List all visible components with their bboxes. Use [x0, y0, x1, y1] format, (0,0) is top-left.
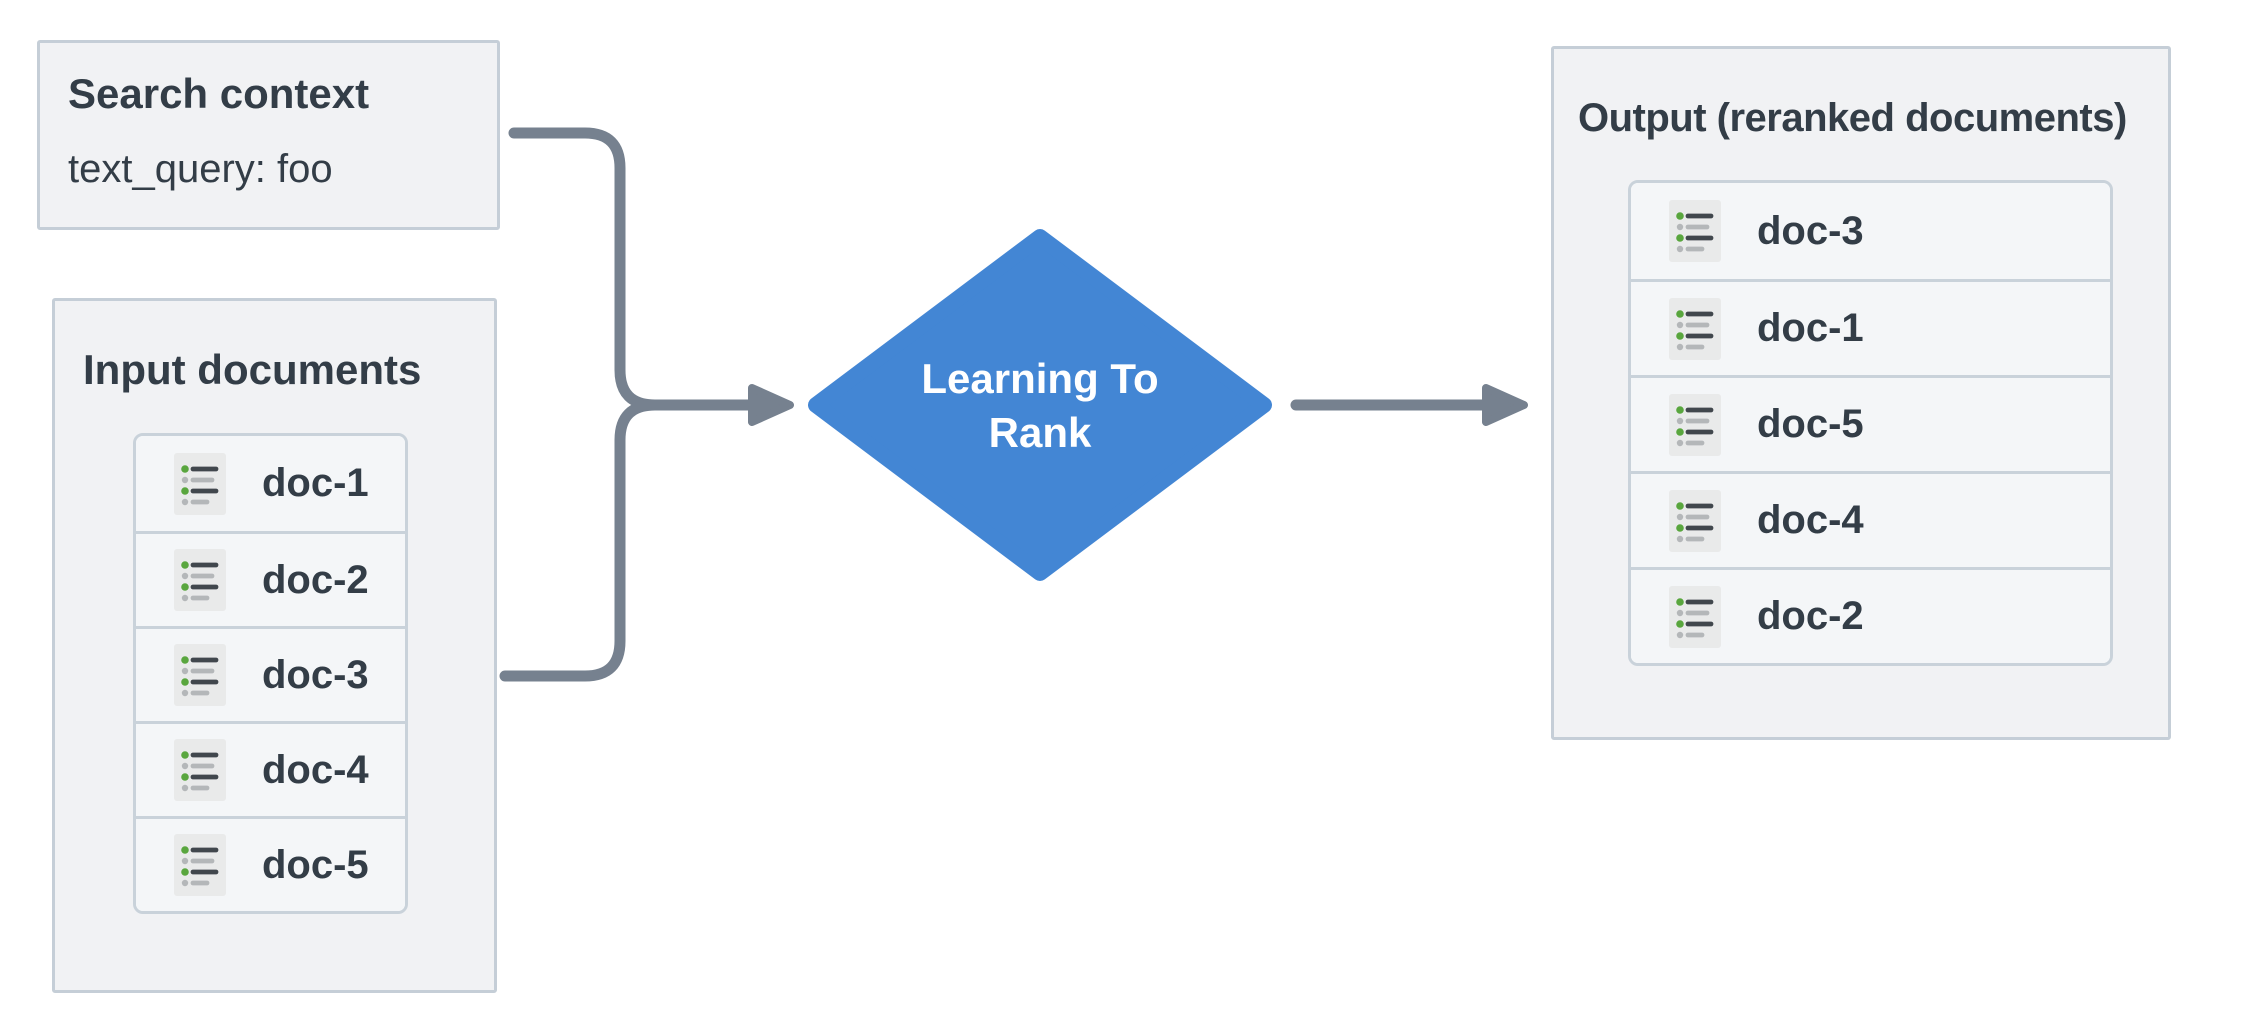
doc-list-icon — [1669, 586, 1721, 648]
doc-list-icon — [174, 644, 226, 706]
doc-label: doc-4 — [1757, 498, 1864, 542]
output-doc-list: doc-3 doc-1 doc-5 doc-4 doc-2 — [1628, 180, 2113, 666]
doc-item: doc-3 — [136, 626, 405, 721]
arrowhead-into-rank-icon — [748, 384, 794, 426]
doc-item: doc-1 — [136, 436, 405, 531]
doc-item: doc-1 — [1631, 279, 2110, 375]
search-query-text: text_query: foo — [68, 147, 333, 191]
input-documents-box: Input documents doc-1 doc-2 doc-3 doc-4 … — [52, 298, 497, 993]
doc-item: doc-2 — [1631, 567, 2110, 663]
input-documents-title: Input documents — [83, 346, 422, 393]
doc-label: doc-2 — [1757, 594, 1864, 638]
output-title: Output (reranked documents) — [1578, 96, 2127, 140]
doc-label: doc-3 — [1757, 208, 1864, 253]
connector-docs-to-rank — [499, 399, 758, 682]
doc-label: doc-1 — [1757, 306, 1864, 350]
doc-item: doc-5 — [1631, 375, 2110, 471]
connector-search-to-rank — [508, 127, 758, 411]
output-box: Output (reranked documents) doc-3 doc-1 … — [1551, 46, 2171, 740]
doc-label: doc-1 — [262, 461, 369, 505]
doc-list-icon — [1669, 298, 1721, 360]
doc-item: doc-4 — [136, 721, 405, 816]
doc-label: doc-5 — [1757, 402, 1864, 446]
doc-item: doc-4 — [1631, 471, 2110, 567]
doc-item: doc-3 — [1631, 183, 2110, 279]
doc-list-icon — [174, 739, 226, 801]
search-context-box: Search context text_query: foo — [37, 40, 500, 230]
doc-item: doc-5 — [136, 816, 405, 911]
doc-list-icon — [174, 453, 226, 515]
search-context-title: Search context — [68, 70, 370, 117]
doc-list-icon — [1669, 490, 1721, 552]
doc-label: doc-4 — [262, 747, 369, 792]
arrowhead-into-output-icon — [1482, 384, 1528, 426]
doc-label: doc-2 — [262, 557, 369, 602]
doc-item: doc-2 — [136, 531, 405, 626]
doc-list-icon — [1669, 200, 1721, 262]
doc-list-icon — [1669, 394, 1721, 456]
input-doc-list: doc-1 doc-2 doc-3 doc-4 doc-5 — [133, 433, 408, 914]
learning-to-rank-node — [808, 229, 1272, 581]
learning-to-rank-label: Learning To Rank — [921, 355, 1159, 456]
doc-label: doc-5 — [262, 842, 369, 887]
doc-label: doc-3 — [262, 652, 369, 697]
doc-list-icon — [174, 549, 226, 611]
doc-list-icon — [174, 834, 226, 896]
